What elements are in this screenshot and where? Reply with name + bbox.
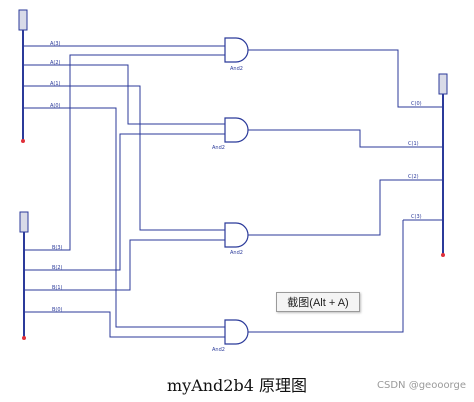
input-bus-a: A(3) A(2) A(1) A(0) [18,9,61,143]
gate-label: And2 [212,145,225,151]
bus-c-port [438,73,448,95]
gate-label: And2 [212,347,225,353]
and-gate-symbol [224,222,249,248]
and2-gate-4: And2 [212,319,249,353]
input-bus-b: B(3) B(2) B(1) B(0) [19,211,63,340]
net-c3 [248,220,404,333]
pin-label-c3: C(3) [411,214,422,220]
gate-label: And2 [230,66,243,72]
bus-a-port [18,9,28,31]
bus-b-terminal [22,336,26,340]
pin-label-a2: A(2) [50,60,61,66]
pin-label-b2: B(2) [52,265,63,271]
and-gate-symbol [224,117,249,143]
bus-a-terminal [21,139,25,143]
net-a1 [60,85,218,231]
gate-label: And2 [230,250,243,256]
pin-label-c1: C(1) [408,141,419,147]
and-gate-symbol [224,37,249,63]
pin-label-b3: B(3) [52,245,63,251]
pin-label-a1: A(1) [50,81,61,87]
net-c2 [248,179,403,236]
pin-label-a3: A(3) [50,41,61,47]
and2-gate-1: And2 [218,37,249,72]
pin-label-a0: A(0) [50,103,61,109]
output-bus-c: C(0) C(1) C(2) C(3) [403,73,448,257]
bus-c-terminal [441,253,445,257]
net-b0 [62,311,218,338]
screenshot-tooltip: 截图(Alt + A) [276,292,360,312]
net-b1 [62,239,218,291]
net-c1 [248,129,403,148]
and-gate-symbol [224,319,249,345]
net-b2 [62,133,218,271]
pin-label-c2: C(2) [408,174,419,180]
pin-label-b1: B(1) [52,285,63,291]
watermark: CSDN @geooorge [377,380,466,391]
schematic-diagram: A(3) A(2) A(1) A(0) B(3) B(2) B(1) B(0) … [18,9,448,353]
and2-gate-3: And2 [218,222,249,256]
net-b3 [62,54,218,251]
nets [60,45,404,338]
net-c0 [248,49,403,108]
pin-label-b0: B(0) [52,307,63,313]
pin-label-c0: C(0) [411,101,422,107]
diagram-caption: myAnd2b4 原理图 [166,376,307,395]
net-a0 [60,107,218,328]
and2-gate-2: And2 [212,117,249,151]
bus-b-port [19,211,29,233]
net-a2 [60,64,218,125]
